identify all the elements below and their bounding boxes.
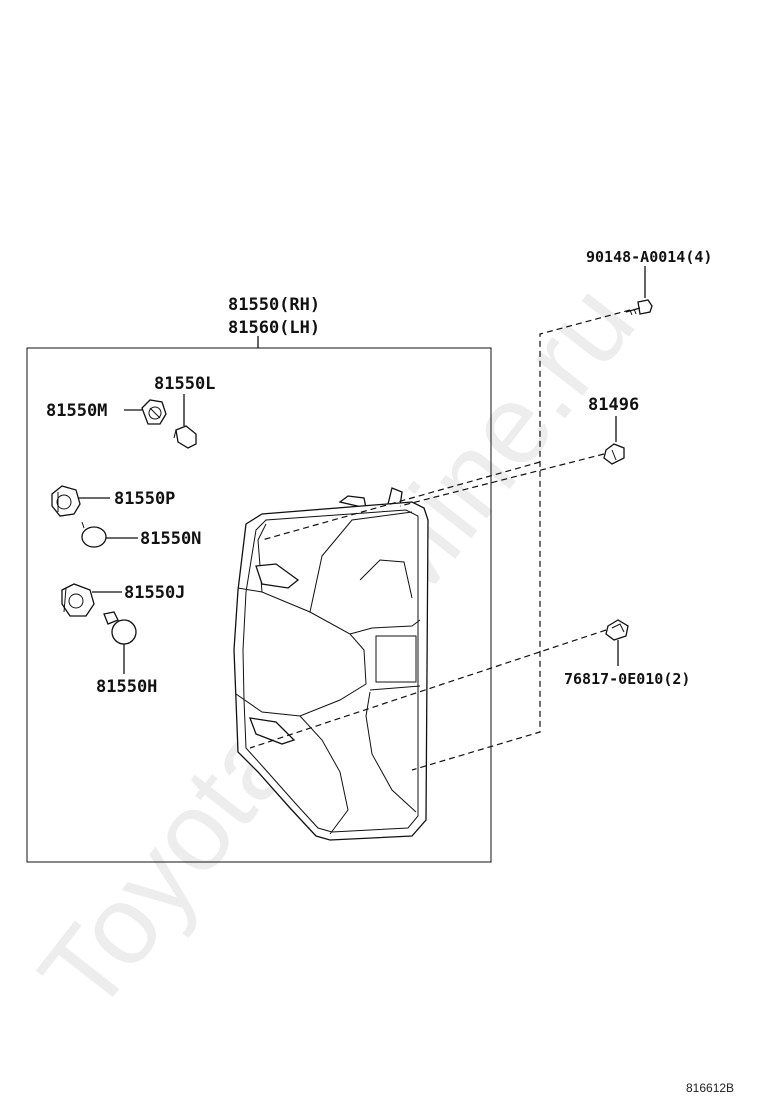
assembly-box <box>26 347 492 863</box>
socket-m-part <box>141 399 167 425</box>
label-clip: 76817-0E010(2) <box>564 670 690 688</box>
label-bulb-h: 81550H <box>96 677 157 697</box>
label-screw: 90148-A0014(4) <box>586 248 712 266</box>
clip-part <box>605 619 629 641</box>
label-lamp-lh: 81560(LH) <box>228 318 320 338</box>
label-socket-m: 81550M <box>46 401 107 421</box>
socket-p-part <box>51 485 81 517</box>
clip-guide-line <box>249 629 607 749</box>
label-lamp-rh: 81550(RH) <box>228 295 320 315</box>
label-grommet: 81496 <box>588 395 639 415</box>
grommet-part <box>603 443 625 465</box>
label-socket-p: 81550P <box>114 489 175 509</box>
label-socket-j: 81550J <box>124 583 185 603</box>
socket-j-part <box>61 583 95 617</box>
label-bulb-n: 81550N <box>140 529 201 549</box>
tail-lamp-assembly <box>233 487 429 841</box>
bulb-n-part <box>81 521 107 548</box>
reference-code: 816612B <box>686 1081 734 1095</box>
grommet-guide-line <box>399 453 605 507</box>
grommet-guide-line-2 <box>261 461 541 541</box>
bulb-h-part <box>103 611 137 645</box>
bulb-l-part <box>173 425 197 449</box>
label-bulb-l: 81550L <box>154 374 215 394</box>
screw-part <box>625 299 653 316</box>
screw-guide-line <box>411 309 631 771</box>
